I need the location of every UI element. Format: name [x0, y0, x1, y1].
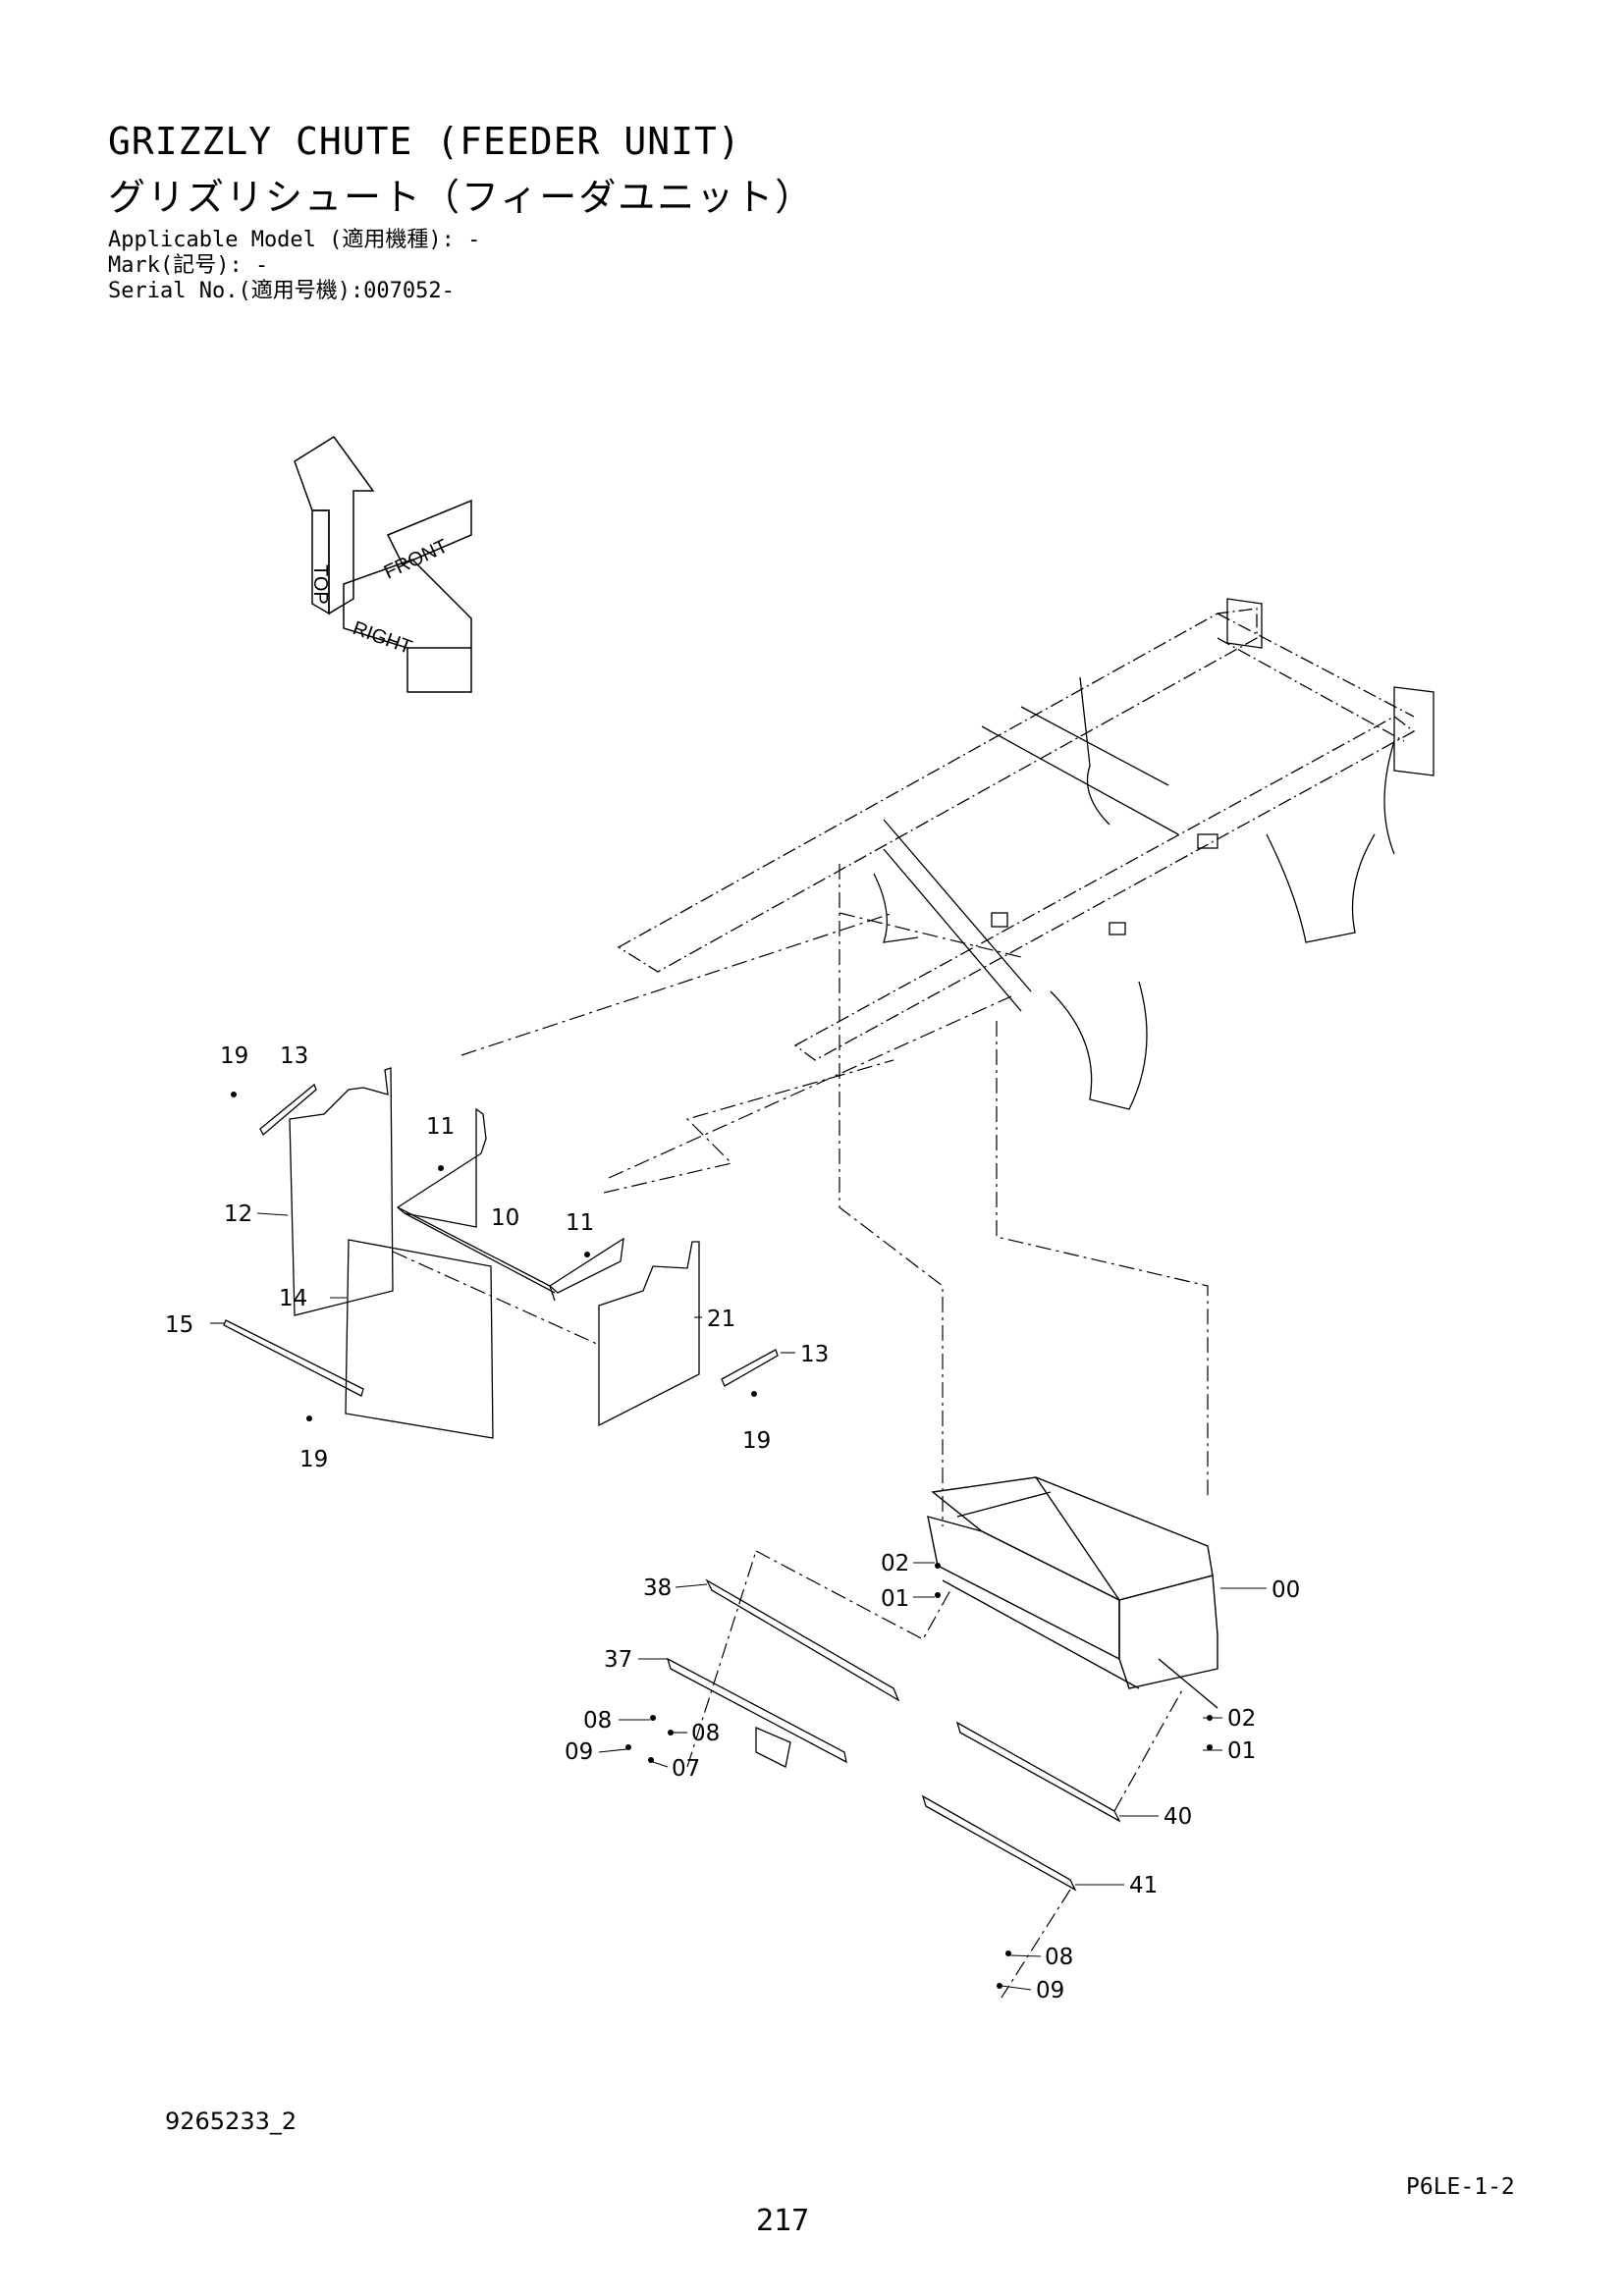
serial-number: Serial No.(適用号機):007052- — [108, 279, 455, 303]
liner-reference-lines — [686, 1550, 1184, 1999]
orientation-label-right: RIGHT — [350, 617, 414, 659]
callout-08: 08 — [691, 1721, 720, 1746]
callout-13: 13 — [280, 1043, 308, 1069]
callout-40: 40 — [1164, 1804, 1192, 1830]
callout-14: 14 — [279, 1286, 307, 1311]
leader-lines — [210, 1212, 1267, 1991]
chute-body-00 — [927, 1476, 1218, 1709]
callout-01: 01 — [1227, 1738, 1256, 1764]
side-plate-12 — [289, 1067, 394, 1316]
orientation-label-top: TOP — [309, 564, 331, 605]
callout-21: 21 — [707, 1307, 735, 1332]
callout-07: 07 — [672, 1756, 700, 1782]
reference-lines — [392, 864, 1209, 1526]
callout-09: 09 — [1036, 1978, 1064, 2003]
callout-12: 12 — [224, 1201, 252, 1227]
drawing-number: 9265233_2 — [165, 2108, 298, 2135]
callout-11: 11 — [426, 1114, 455, 1140]
liner-37 — [666, 1657, 847, 1768]
side-plate-21 — [598, 1241, 700, 1427]
sheet-code: P6LE-1-2 — [1406, 2174, 1515, 2200]
callout-02: 02 — [881, 1551, 909, 1576]
title-english: GRIZZLY CHUTE (FEEDER UNIT) — [108, 120, 741, 163]
callout-09: 09 — [565, 1739, 593, 1765]
main-frame — [617, 598, 1435, 1110]
liner-41 — [921, 1794, 1077, 1892]
fasteners — [231, 1092, 1213, 1989]
callout-13: 13 — [800, 1342, 829, 1367]
page-number: 217 — [756, 2204, 810, 2238]
callout-02: 02 — [1227, 1706, 1256, 1732]
callout-37: 37 — [604, 1647, 632, 1673]
strip-13-upper — [259, 1083, 317, 1137]
bracket-frame-10 — [396, 1107, 624, 1302]
callout-19: 19 — [220, 1043, 248, 1069]
bar-15 — [223, 1319, 364, 1397]
orientation-icon: TOP FRONT RIGHT — [294, 435, 472, 693]
liner-38 — [705, 1578, 900, 1702]
mark: Mark(記号): - — [108, 253, 269, 278]
callout-10: 10 — [491, 1205, 519, 1231]
callout-41: 41 — [1129, 1873, 1158, 1898]
liner-40 — [955, 1721, 1121, 1823]
callout-11: 11 — [566, 1210, 594, 1236]
callout-15: 15 — [165, 1312, 193, 1338]
strip-13-lower — [721, 1349, 779, 1387]
callout-00: 00 — [1272, 1577, 1300, 1603]
callout-19: 19 — [299, 1447, 328, 1472]
callout-08: 08 — [1045, 1945, 1073, 1970]
callout-19: 19 — [742, 1428, 771, 1454]
title-japanese: グリズリシュート（フィーダユニット） — [108, 176, 815, 219]
callout-38: 38 — [643, 1575, 672, 1601]
screen-panel-14 — [345, 1239, 494, 1439]
callout-08: 08 — [583, 1708, 612, 1734]
applicable-model: Applicable Model (適用機種): - — [108, 228, 481, 252]
callout-01: 01 — [881, 1586, 909, 1612]
